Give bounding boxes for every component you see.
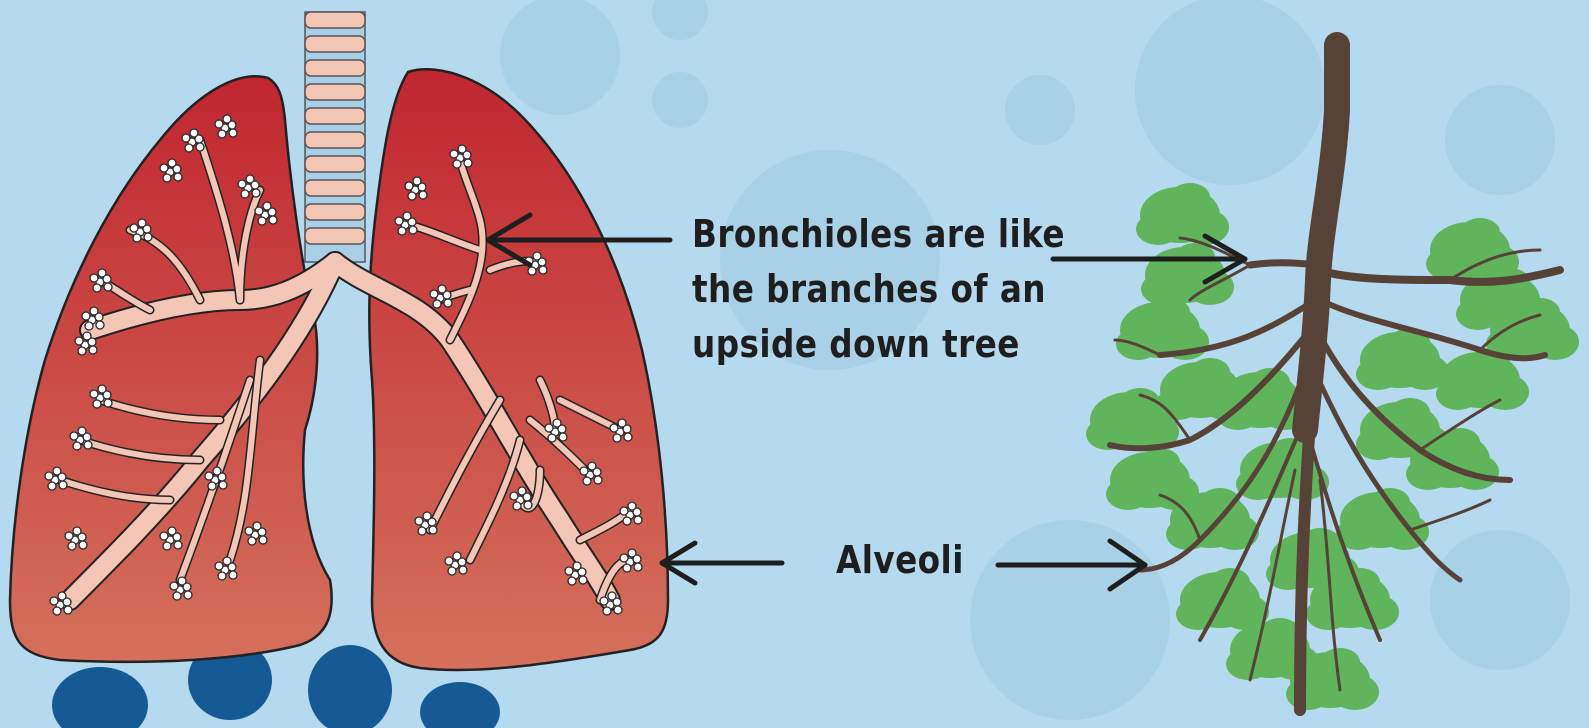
trachea — [305, 12, 365, 262]
arrow-left-icon-alveoli — [662, 543, 782, 583]
right-lung — [369, 69, 668, 670]
bronchioles-caption-line-2: the branches of an — [692, 262, 1065, 317]
bronchioles-caption-line-1: Bronchioles are like — [692, 207, 1065, 262]
alveoli-caption-text: Alveoli — [836, 533, 964, 588]
bronchioles-caption: Bronchioles are like the branches of an … — [692, 207, 1065, 372]
alveoli-caption: Alveoli — [836, 533, 964, 588]
bronchioles-caption-line-3: upside down tree — [692, 317, 1065, 372]
